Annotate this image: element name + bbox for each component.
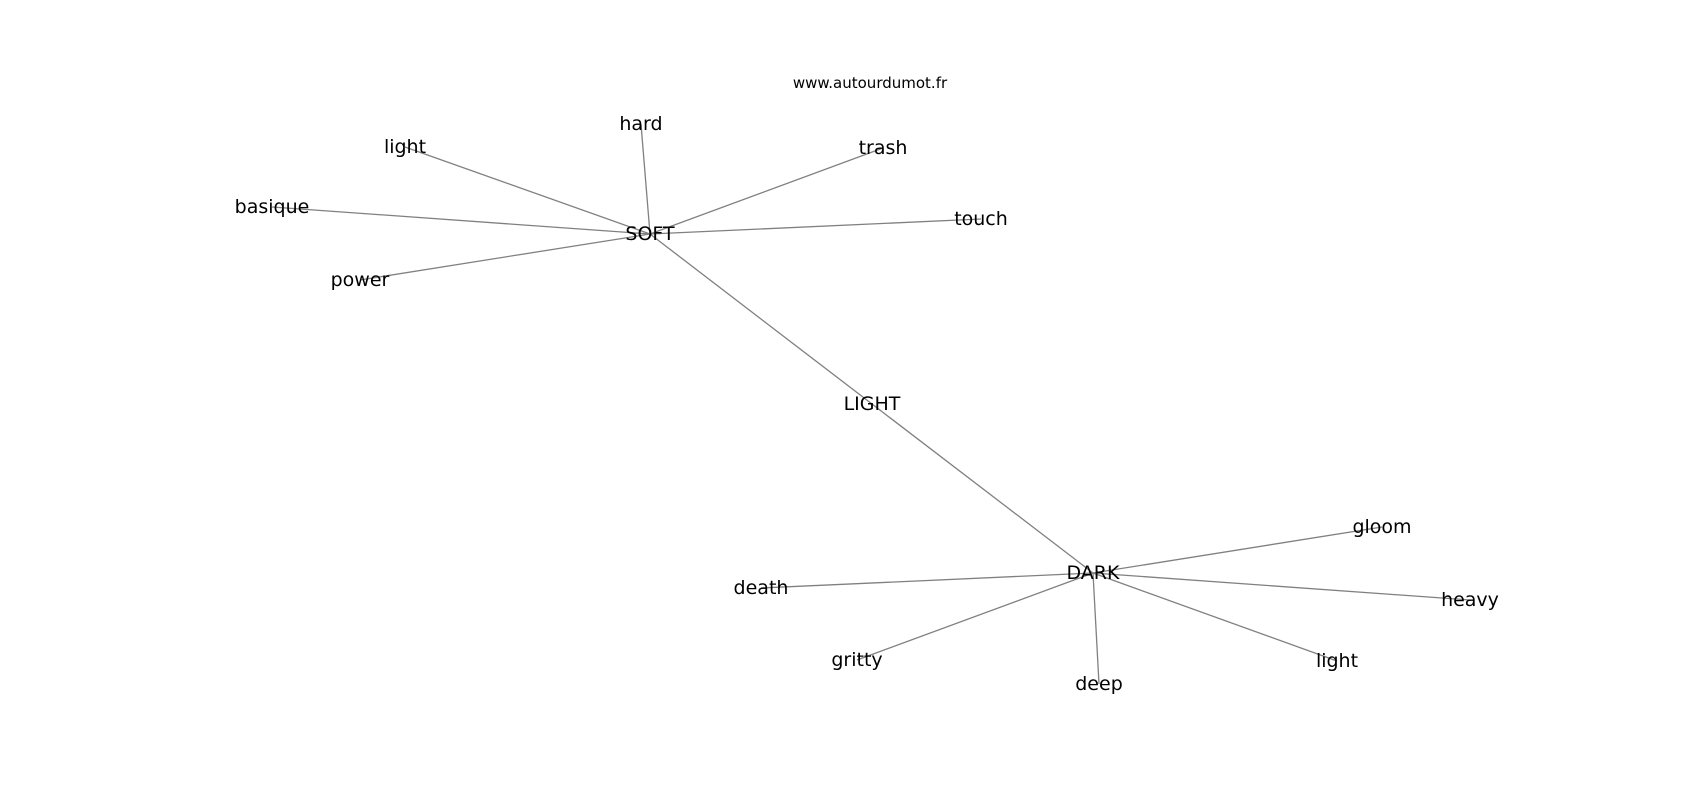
- edge-dark-heavy: [1092, 572, 1471, 601]
- node-label-light-center: LIGHT: [844, 393, 901, 415]
- node-label-soft: SOFT: [625, 223, 675, 245]
- edge-soft-hard: [640, 123, 651, 235]
- node-label-deep: deep: [1075, 673, 1123, 695]
- node-label-basique: basique: [235, 196, 310, 218]
- edge-soft-trash: [649, 147, 884, 235]
- edge-soft-light_soft: [404, 146, 651, 235]
- node-label-light-dark: light: [1316, 650, 1358, 672]
- edge-soft-touch: [649, 218, 982, 235]
- node-label-power: power: [331, 269, 390, 291]
- node-label-touch: touch: [954, 208, 1008, 230]
- edge-dark-gritty: [856, 572, 1094, 661]
- graph-edges: [271, 123, 1471, 685]
- edge-dark-death: [760, 572, 1094, 589]
- node-label-gritty: gritty: [831, 649, 882, 671]
- edge-soft-basique: [271, 206, 651, 235]
- edge-light_center-soft: [649, 233, 873, 405]
- node-label-light-soft: light: [384, 136, 426, 158]
- source-label: www.autourdumot.fr: [793, 74, 948, 92]
- node-label-dark: DARK: [1067, 562, 1120, 584]
- node-label-trash: trash: [859, 137, 908, 159]
- node-label-death: death: [734, 577, 789, 599]
- edge-soft-power: [359, 233, 651, 281]
- node-label-gloom: gloom: [1352, 516, 1411, 538]
- edge-dark-deep: [1092, 572, 1100, 685]
- graph-nodes: LIGHT SOFT DARK hard light trash basique touch p…: [235, 113, 1499, 695]
- node-label-hard: hard: [619, 113, 662, 135]
- edge-dark-light_dark: [1092, 572, 1338, 662]
- edge-light_center-dark: [871, 403, 1094, 574]
- edge-dark-gloom: [1092, 526, 1383, 574]
- node-label-heavy: heavy: [1441, 589, 1499, 611]
